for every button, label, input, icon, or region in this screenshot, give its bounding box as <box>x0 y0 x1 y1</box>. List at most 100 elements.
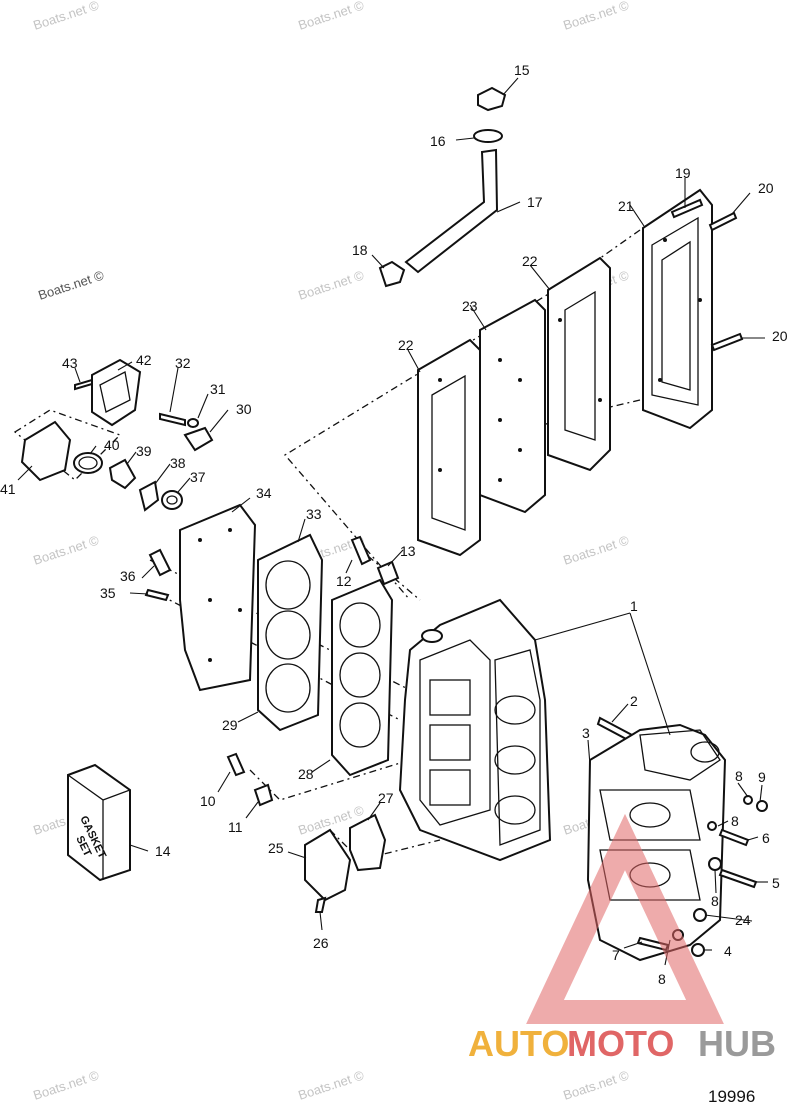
logo-part-hub: HUB <box>698 1023 776 1064</box>
washer <box>708 857 722 871</box>
callout-16: 16 <box>430 133 446 149</box>
callout-38: 38 <box>170 455 186 471</box>
watermarks: Boats.net © Boats.net © Boats.net © Boat… <box>31 0 631 1103</box>
callout-36: 36 <box>120 568 136 584</box>
callout-8: 8 <box>658 971 666 987</box>
logo: AUTO MOTO HUB <box>468 813 776 1064</box>
callout-4: 4 <box>724 943 732 959</box>
callout-41: 41 <box>0 481 16 497</box>
leader-lines <box>17 77 768 966</box>
callout-27: 27 <box>378 790 394 806</box>
callout-12: 12 <box>336 573 352 589</box>
logo-part-moto: MOTO <box>567 1023 674 1064</box>
callout-42: 42 <box>136 352 152 368</box>
exhaust-gasket-outer <box>547 256 611 472</box>
callout-26: 26 <box>313 935 329 951</box>
bypass-cover <box>304 813 387 913</box>
callout-31: 31 <box>210 381 226 397</box>
exhaust-cover <box>642 188 713 430</box>
watermark-text: Boats.net © <box>561 532 631 567</box>
head-gaskets <box>179 503 394 777</box>
cylinder-block <box>398 598 552 862</box>
hose-elbow-fitting <box>477 86 507 112</box>
head-gasket <box>331 578 394 777</box>
callout-32: 32 <box>175 355 191 371</box>
callout-20: 20 <box>758 180 774 196</box>
watermark-text: Boats.net © <box>561 0 631 33</box>
bypass-cover-plate <box>304 828 352 902</box>
bolt <box>708 211 738 232</box>
bolt <box>226 752 246 777</box>
hose-assembly <box>378 86 507 288</box>
callout-8: 8 <box>711 893 719 909</box>
sleeve <box>253 783 274 807</box>
washer <box>693 908 707 922</box>
nut <box>691 943 705 957</box>
callout-18: 18 <box>352 242 368 258</box>
exhaust-plate <box>479 298 546 514</box>
bolt <box>144 588 170 602</box>
callout-15: 15 <box>514 62 530 78</box>
head-cover-gasket <box>179 503 257 692</box>
nut <box>756 800 768 812</box>
watermark-text: Boats.net © <box>296 267 366 302</box>
callout-2: 2 <box>630 693 638 709</box>
watermark-text: Boats.net © <box>36 267 106 302</box>
callout-20: 20 <box>772 328 788 344</box>
callout-39: 39 <box>136 443 152 459</box>
washer <box>743 795 753 805</box>
washer <box>707 821 717 831</box>
cover-gasket <box>20 420 72 482</box>
logo-part-auto: AUTO <box>468 1023 569 1064</box>
callout-9: 9 <box>758 769 766 785</box>
callout-19: 19 <box>675 165 691 181</box>
callout-29: 29 <box>222 717 238 733</box>
watermark-text: Boats.net © <box>296 1067 366 1102</box>
callout-8: 8 <box>731 813 739 829</box>
sleeve <box>376 560 400 586</box>
callout-7: 7 <box>612 947 620 963</box>
callout-6: 6 <box>762 830 770 846</box>
callout-34: 34 <box>256 485 272 501</box>
callout-14: 14 <box>155 843 171 859</box>
callout-11: 11 <box>228 819 243 835</box>
bolt <box>148 548 172 577</box>
callout-22: 22 <box>398 337 414 353</box>
watermark-text: Boats.net © <box>296 0 366 33</box>
bolt <box>718 868 758 889</box>
callout-5: 5 <box>772 875 780 891</box>
thermostat-parts <box>20 358 214 512</box>
figure-number: 19996 <box>708 1087 755 1106</box>
callout-33: 33 <box>306 506 322 522</box>
callout-23: 23 <box>462 298 478 314</box>
thermostat-cover <box>91 358 142 427</box>
bypass-gasket <box>349 813 387 872</box>
callout-1: 1 <box>630 598 638 614</box>
callout-22: 22 <box>522 253 538 269</box>
watermark-text: Boats.net © <box>31 0 101 33</box>
callout-24: 24 <box>735 912 751 928</box>
callout-3: 3 <box>582 725 590 741</box>
grommet <box>161 490 183 510</box>
cylinder-head <box>257 533 324 732</box>
screw <box>314 896 327 913</box>
callout-labels: 1 2 3 4 5 6 7 8 8 8 8 9 10 11 12 13 14 1… <box>0 62 788 987</box>
bolt <box>74 378 93 391</box>
callout-28: 28 <box>298 766 314 782</box>
seal-ring <box>138 480 160 512</box>
screw <box>159 412 186 427</box>
callout-8: 8 <box>735 768 743 784</box>
bolt <box>710 332 744 352</box>
fasteners <box>144 535 634 807</box>
callout-43: 43 <box>62 355 78 371</box>
bolt <box>718 828 750 847</box>
thermostat <box>108 458 137 490</box>
spring <box>73 452 103 474</box>
callout-17: 17 <box>527 194 543 210</box>
callout-10: 10 <box>200 793 216 809</box>
watermark-text: Boats.net © <box>31 532 101 567</box>
retainer <box>183 426 214 452</box>
callout-40: 40 <box>104 437 120 453</box>
callout-21: 21 <box>618 198 634 214</box>
exhaust-cover-plates <box>417 188 744 557</box>
